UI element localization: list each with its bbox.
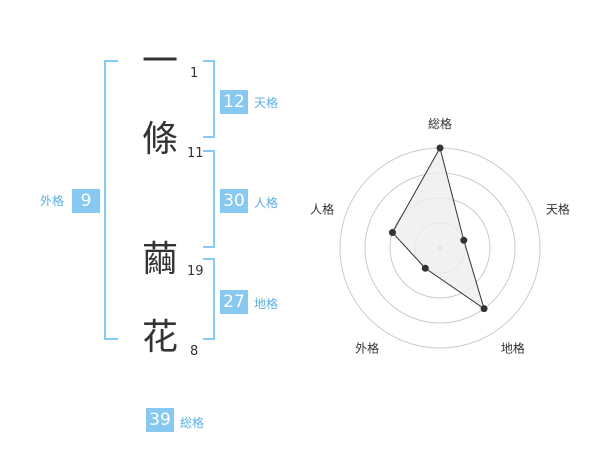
name-char-2: 條 [141,119,178,160]
name-char-4: 花 [141,317,178,358]
radar-point-3 [480,305,488,313]
radar-point-5 [388,229,396,237]
jinkaku-value-badge: 30 [220,189,248,213]
stroke-count-1: 1 [190,66,199,81]
stroke-count-2: 11 [187,146,204,161]
radar-point-1 [436,144,444,152]
gaikaku-bracket [104,60,118,340]
chikaku-label: 地格 [254,297,279,311]
name-char-3: 繭 [141,239,178,280]
soukaku-label: 総格 [180,416,205,430]
radar-axis-label-5: 人格 [310,202,334,217]
radar-axis-label-2: 天格 [546,202,570,217]
radar-point-2 [460,236,468,244]
soukaku-value-badge: 39 [146,408,174,432]
radar-axis-label-3: 地格 [501,340,525,355]
gaikaku-value-badge: 9 [72,189,100,213]
tenkaku-label: 天格 [254,96,279,110]
tenkaku-bracket [203,60,215,138]
chikaku-bracket [203,258,215,340]
gaikaku-label: 外格 [40,194,65,208]
radar-data-polygon [391,146,485,310]
chikaku-value-badge: 27 [220,290,248,314]
tenkaku-value-badge: 12 [220,90,248,114]
jinkaku-label: 人格 [254,196,279,210]
name-char-1: 一 [141,41,178,82]
radar-axis-label-1: 総格 [428,116,452,131]
radar-point-4 [421,264,429,272]
jinkaku-bracket [203,150,215,248]
stroke-count-3: 19 [187,264,204,279]
stroke-count-4: 8 [190,344,199,359]
radar-axis-label-4: 外格 [355,340,379,355]
